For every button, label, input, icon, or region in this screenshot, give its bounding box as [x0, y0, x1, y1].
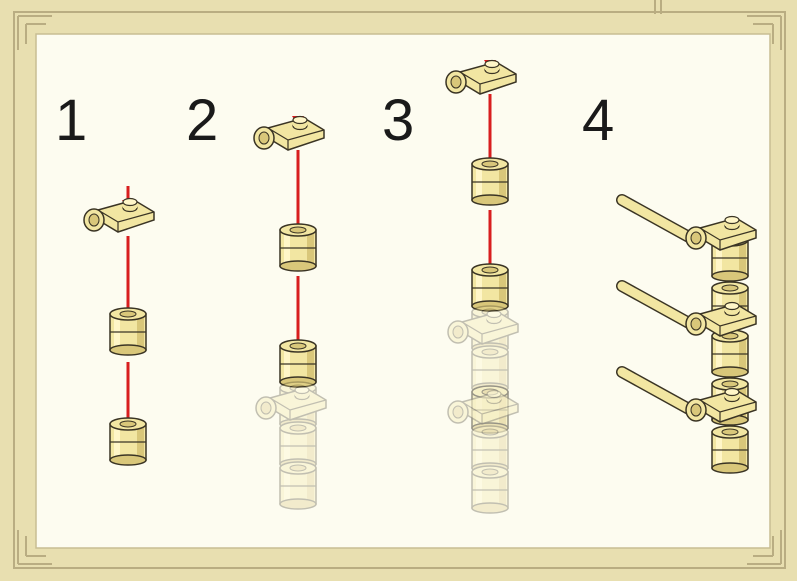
corner-ornament-top-right [747, 15, 782, 50]
round-brick-1x1 [109, 307, 147, 356]
clip-plate-brick [685, 215, 757, 251]
bar-rod [616, 366, 704, 420]
ghost-assembly [447, 385, 519, 514]
bar-rod [616, 194, 704, 248]
corner-ornament-bottom-left [17, 530, 52, 565]
step-number-4: 4 [582, 88, 615, 153]
finished-assembly [711, 233, 749, 474]
round-brick-1x1 [471, 263, 509, 312]
ghost-assembly [255, 381, 327, 510]
step-number-3: 3 [382, 88, 415, 153]
round-brick-1x1 [279, 339, 317, 388]
clip-plate-brick [445, 59, 517, 95]
clip-plate-brick [253, 115, 325, 151]
corner-ornament-top-left [17, 15, 52, 50]
clip-plate-brick [83, 197, 155, 233]
step-number-1: 1 [55, 88, 88, 153]
round-brick-1x1 [471, 157, 509, 206]
frame-border [13, 11, 786, 569]
clip-plate-brick [685, 301, 757, 337]
panel-background [35, 33, 771, 549]
bar-rod [616, 280, 704, 334]
round-brick-1x1 [109, 417, 147, 466]
corner-ornament-bottom-right [747, 530, 782, 565]
step-number-2: 2 [186, 88, 219, 153]
clip-plate-brick [685, 387, 757, 423]
ghost-assembly [447, 305, 519, 434]
round-brick-1x1 [279, 223, 317, 272]
